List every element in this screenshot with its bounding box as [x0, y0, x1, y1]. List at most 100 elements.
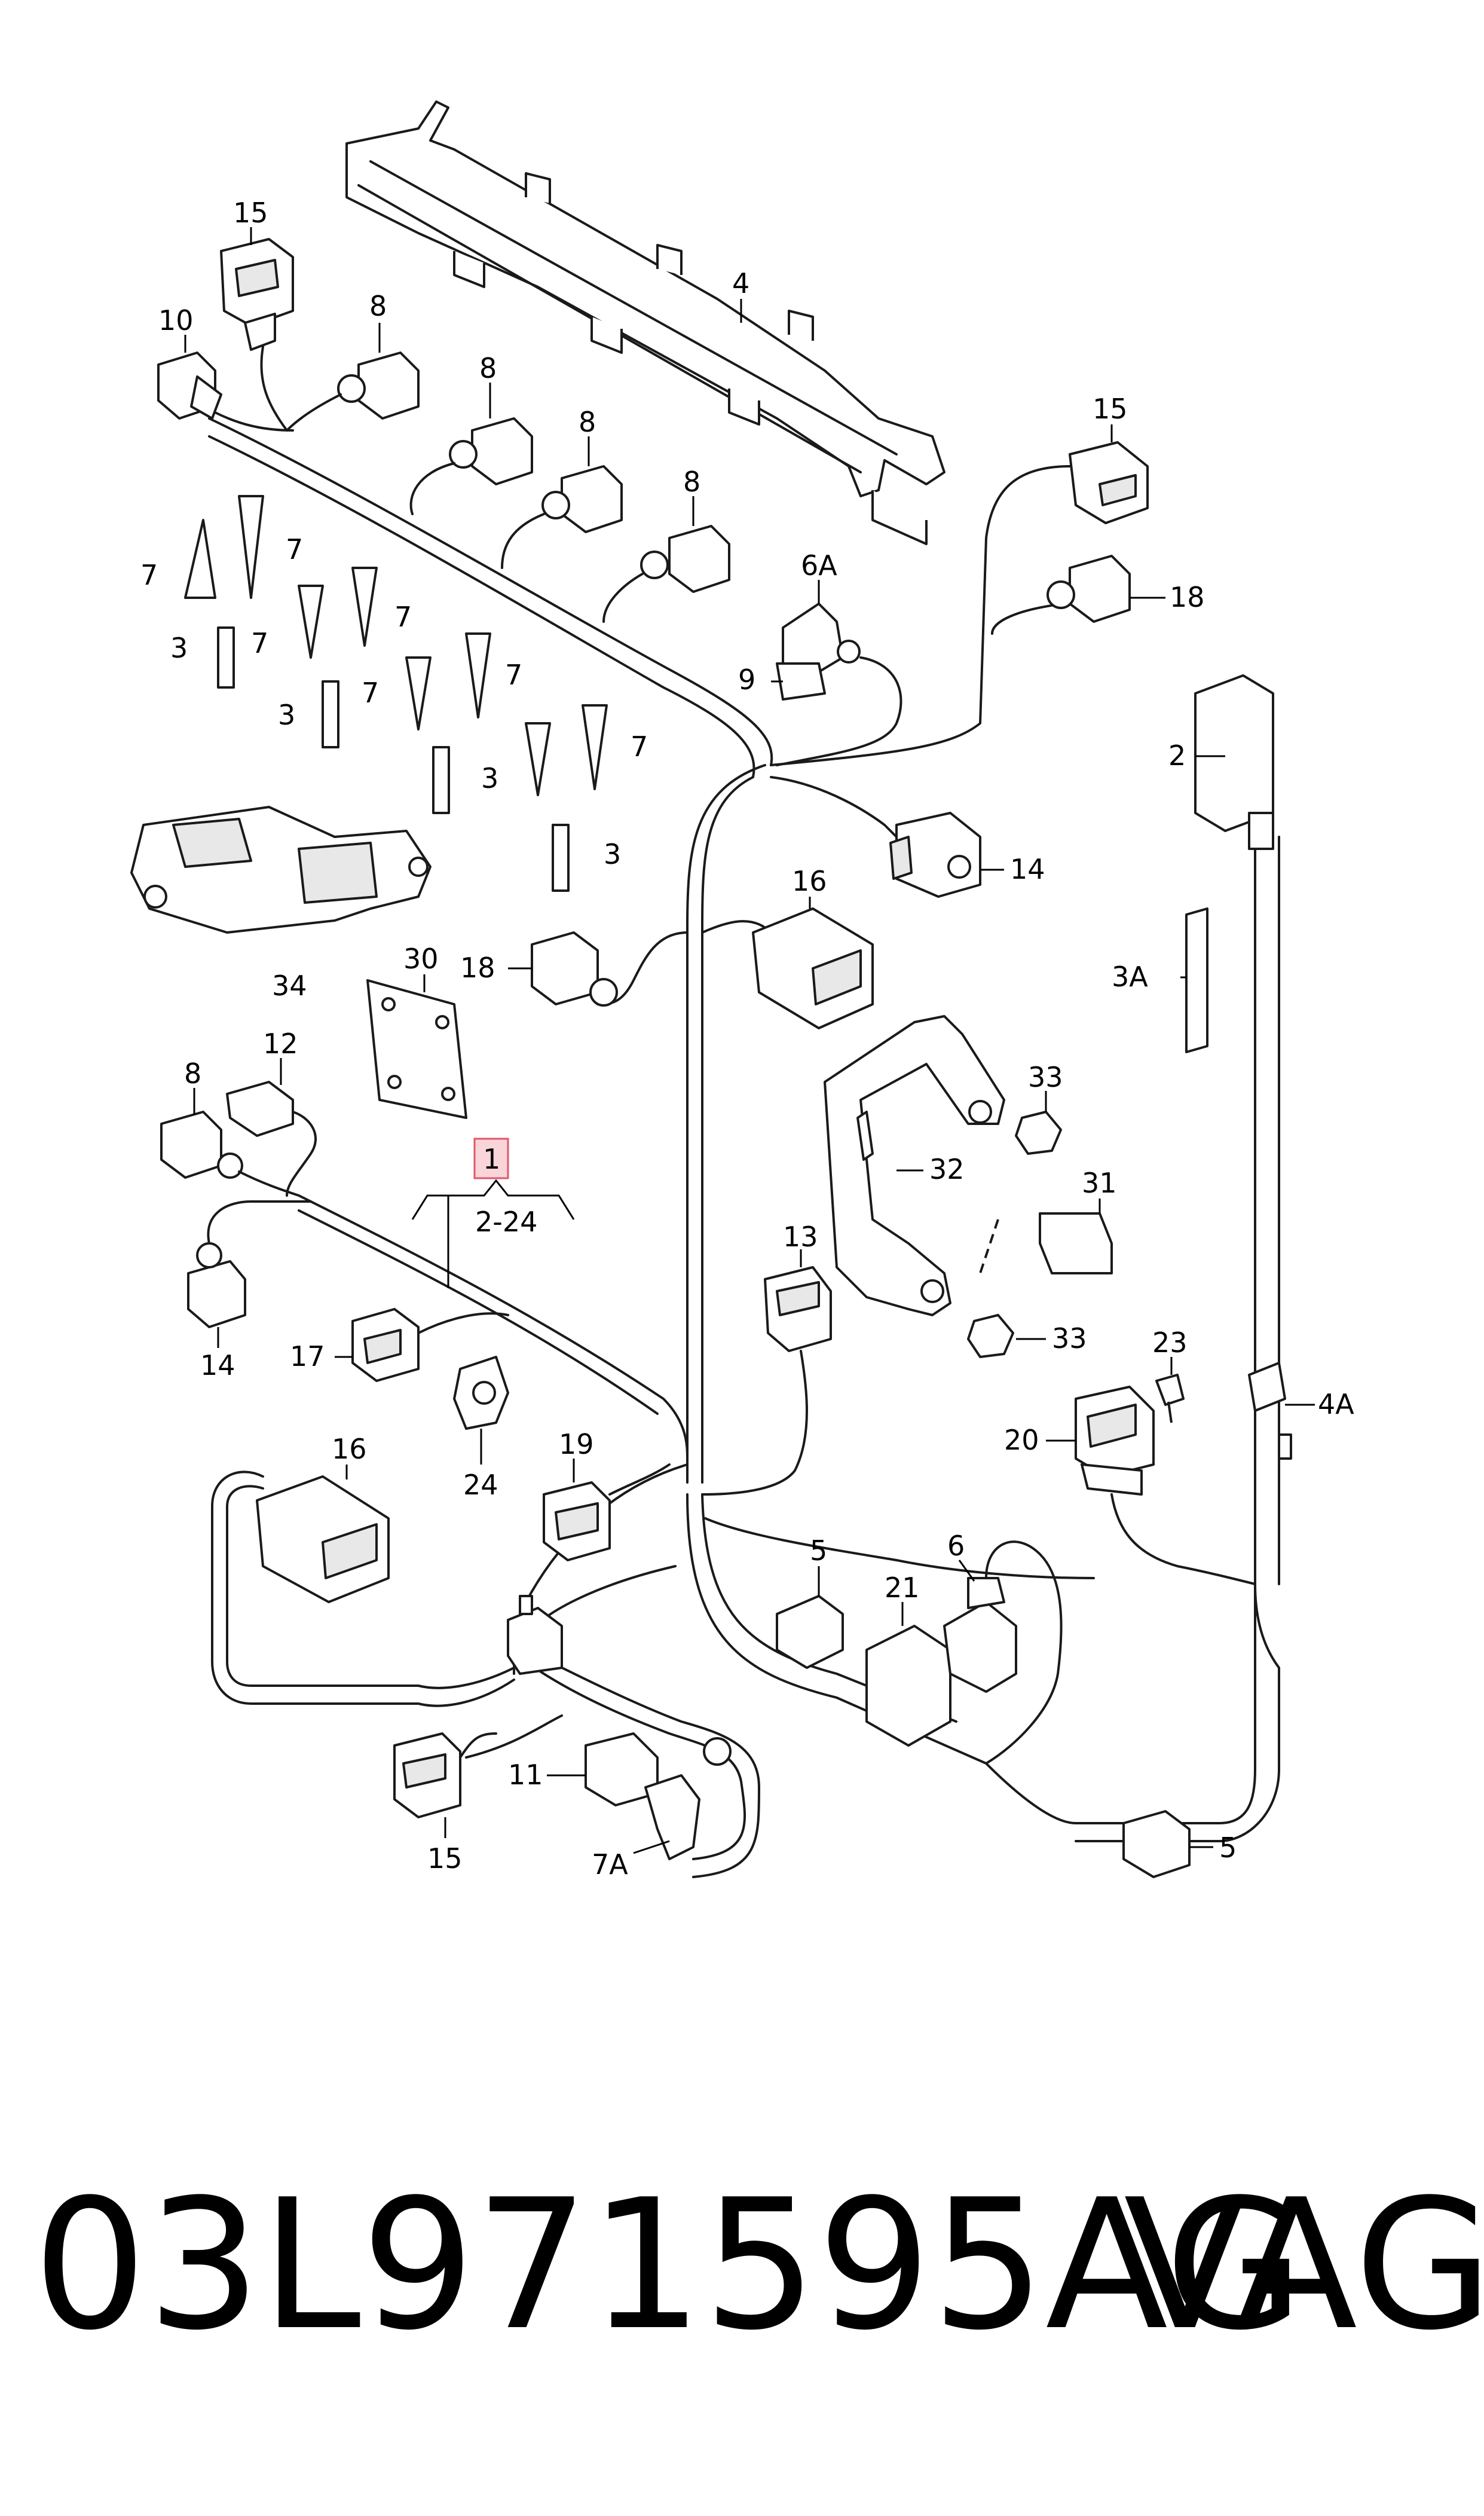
- callout-3: 3: [278, 699, 295, 731]
- callout-16: 16: [792, 865, 827, 897]
- callout-18: 18: [460, 952, 495, 984]
- tape-strip-3a: [1185, 907, 1208, 1053]
- callout-7: 7: [394, 601, 412, 633]
- callout-8: 8: [184, 1057, 201, 1090]
- cover-plate-30: [366, 979, 467, 1119]
- footer: 03L971595AG VAG: [0, 2128, 1484, 2415]
- callout-17: 17: [290, 1340, 325, 1372]
- nut-33-upper: [1015, 1111, 1062, 1155]
- callout-18: 18: [1170, 581, 1205, 613]
- callout-2: 2: [1168, 739, 1186, 772]
- nut-33-lower: [967, 1314, 1014, 1358]
- connector-15-right: [1069, 441, 1149, 524]
- callout-30: 30: [403, 943, 439, 975]
- callout-9: 9: [738, 664, 755, 696]
- callout-21: 21: [885, 1572, 920, 1604]
- connector-14-lower: [187, 1200, 312, 1328]
- callout-4: 4: [732, 267, 749, 299]
- harness-wires: [208, 417, 1280, 1878]
- callout-14: 14: [200, 1349, 235, 1381]
- callout-8: 8: [579, 406, 596, 438]
- connector-23: [1155, 1374, 1185, 1423]
- callout-7: 7: [362, 677, 379, 709]
- callout-labels: 15 10 8 8 8 8 4 7 7 7 7 7 7 7 3 3 3 3 15…: [140, 197, 1354, 1881]
- callout-8: 8: [683, 466, 700, 498]
- callout-7: 7: [140, 559, 158, 591]
- connector-11-7a: [585, 1732, 732, 1860]
- connector-8-lower: [160, 1111, 300, 1197]
- callout-31: 31: [1082, 1167, 1117, 1199]
- callout-7: 7: [251, 627, 268, 659]
- relay-bracket-34: [130, 806, 432, 934]
- connector-12: [226, 1081, 317, 1197]
- connector-6a-9: [776, 603, 902, 766]
- callout-16: 16: [332, 1433, 367, 1465]
- connector-8-a: [286, 351, 420, 432]
- connector-14-right: [889, 812, 981, 898]
- connector-16-upper: [752, 907, 874, 1029]
- callout-5: 5: [1219, 1832, 1237, 1864]
- callout-7: 7: [286, 533, 303, 565]
- connector-18-left: [531, 931, 618, 1007]
- callout-15: 15: [427, 1842, 463, 1875]
- callout-12: 12: [263, 1028, 298, 1060]
- callout-3: 3: [604, 838, 621, 870]
- connector-18-right: [1047, 555, 1131, 623]
- callout-6a: 6A: [801, 549, 837, 582]
- connector-8-c: [501, 465, 623, 569]
- callout-10: 10: [158, 304, 194, 337]
- wiring-box-2: [1194, 674, 1274, 850]
- callout-15: 15: [233, 197, 268, 229]
- callout-13: 13: [783, 1221, 818, 1253]
- connector-13: [701, 1266, 832, 1496]
- t-junction: [507, 1595, 563, 1675]
- callout-8: 8: [369, 290, 387, 322]
- connector-15-top: [220, 238, 294, 432]
- callout-33: 33: [1052, 1322, 1087, 1355]
- callout-7: 7: [631, 730, 648, 763]
- callout-6: 6: [947, 1530, 965, 1562]
- connector-20: [1075, 1386, 1256, 1585]
- callout-15: 15: [1093, 393, 1128, 425]
- callout-8: 8: [479, 352, 497, 384]
- connector-19: [543, 1463, 671, 1561]
- callout-7: 7: [505, 659, 522, 691]
- brand-name: VAG: [1124, 2161, 1484, 2370]
- part-number: 03L971595AG: [33, 2161, 1304, 2370]
- connector-8-d: [602, 525, 730, 623]
- cable-carrier-rail: [345, 100, 946, 545]
- callout-20: 20: [1004, 1424, 1039, 1456]
- leader-lines: [184, 227, 1315, 1854]
- callout-34: 34: [272, 970, 307, 1002]
- connector-15-lower: [393, 1732, 497, 1818]
- clip-4a: [1248, 1362, 1292, 1460]
- callout-5: 5: [810, 1534, 827, 1567]
- highlight-box-item-1: [473, 1138, 509, 1179]
- connector-17: [351, 1308, 509, 1382]
- callout-24: 24: [463, 1469, 498, 1501]
- holder-5-lower: [1122, 1810, 1191, 1878]
- callout-23: 23: [1152, 1326, 1188, 1359]
- wiring-harness-diagram: 15 10 8 8 8 8 4 7 7 7 7 7 7 7 3 3 3 3 15…: [130, 100, 1354, 1881]
- wire-seals: [184, 495, 608, 892]
- callout-3: 3: [481, 762, 498, 794]
- callout-4a: 4A: [1318, 1388, 1354, 1420]
- callout-3: 3: [170, 632, 188, 664]
- callout-7a: 7A: [592, 1848, 628, 1881]
- callout-32: 32: [929, 1153, 965, 1185]
- callout-33: 33: [1028, 1061, 1063, 1093]
- connector-16-lower: [256, 1475, 390, 1603]
- sleeve-31: [979, 1212, 1113, 1274]
- bracket-32: [824, 1015, 1005, 1316]
- callout-1: 1: [483, 1143, 500, 1175]
- callout-19: 19: [559, 1428, 594, 1460]
- callout-14: 14: [1010, 853, 1045, 885]
- cable-clip-24: [453, 1356, 509, 1430]
- callout-3a: 3A: [1112, 961, 1148, 993]
- connector-8-b: [409, 417, 533, 515]
- connector-10: [157, 351, 294, 432]
- callout-2-24: 2-24: [475, 1206, 537, 1238]
- holder-5-upper: [776, 1595, 844, 1669]
- callout-11: 11: [508, 1759, 543, 1791]
- connector-21-6: [865, 1540, 1063, 1765]
